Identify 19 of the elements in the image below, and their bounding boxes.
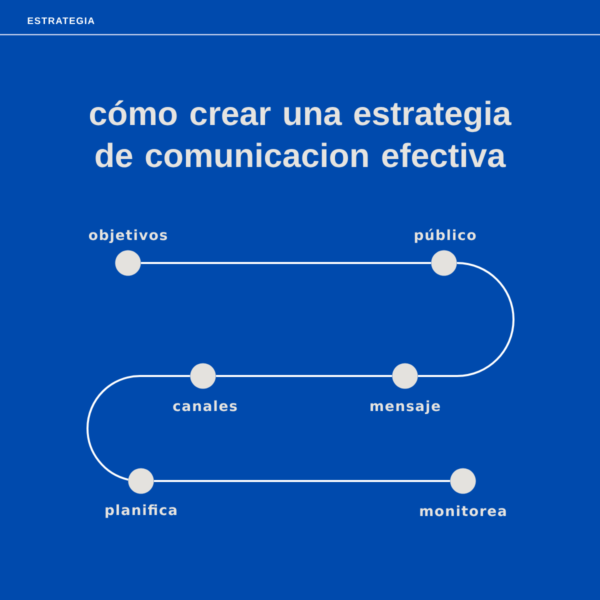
step-label: canales <box>173 400 237 412</box>
timeline-dot <box>115 250 141 276</box>
timeline-dot <box>190 363 216 389</box>
header-label: ESTRATEGIA <box>28 17 94 24</box>
path-line <box>216 375 392 377</box>
timeline-dot <box>450 468 476 494</box>
timeline-dot <box>392 363 418 389</box>
step-label: objetivos <box>88 229 167 244</box>
timeline-dot <box>128 468 154 494</box>
title: cómo crear una estrategia de comunicacion efectiva <box>90 100 512 168</box>
step-label: público <box>414 228 476 243</box>
step-label: planifica <box>106 504 176 518</box>
timeline-dot <box>431 250 457 276</box>
path-line <box>86 375 190 481</box>
path-line <box>418 262 514 377</box>
step-label: mensaje <box>370 400 440 414</box>
path-line <box>154 480 450 482</box>
path-line <box>141 262 431 264</box>
step-label: monitorea <box>420 505 506 516</box>
